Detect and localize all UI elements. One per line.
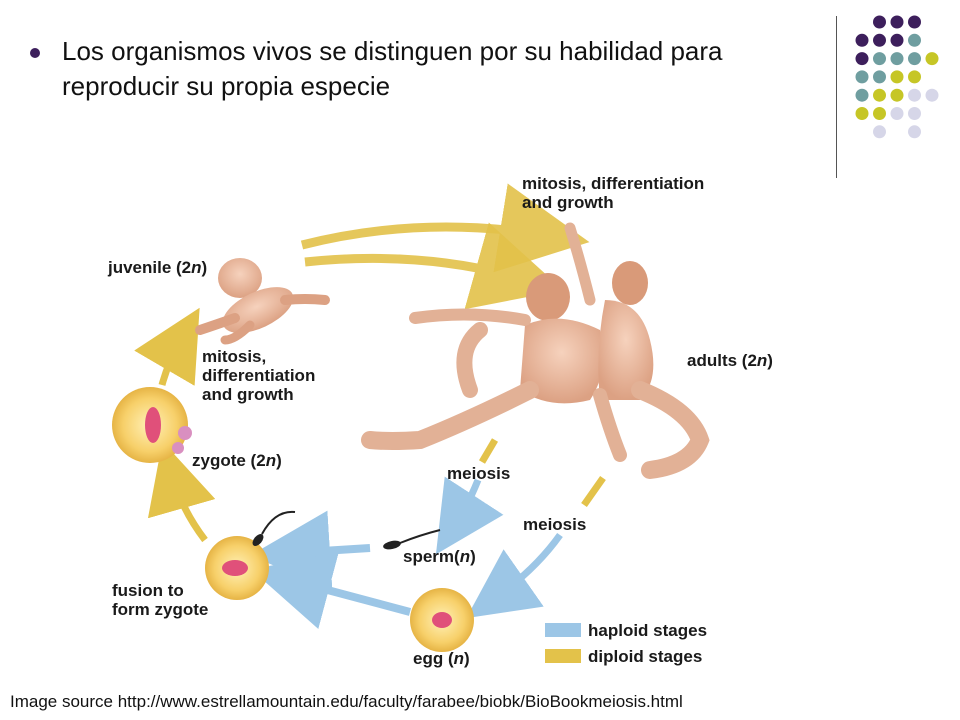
label-meiosis-2: meiosis: [523, 515, 587, 534]
label-egg-text: egg (: [413, 649, 454, 668]
arrow-meiosis-to-egg: [466, 532, 563, 619]
juvenile-figure: [195, 258, 330, 345]
label-adults-end: ): [767, 351, 773, 370]
decorative-dot: [908, 33, 921, 47]
decorative-dot: [908, 107, 921, 120]
arrow-fusion-to-zygote: [147, 441, 216, 543]
legend-label-haploid: haploid stages: [588, 621, 708, 640]
decorative-dot: [855, 33, 869, 47]
decorative-dot: [873, 52, 886, 66]
label-sperm-n: n: [459, 547, 471, 566]
decorative-dot: [908, 70, 921, 84]
label-mitosis-top: mitosis, differentiation and growth: [522, 174, 704, 212]
label-adults-text: adults (2: [687, 351, 757, 370]
decorative-dot: [908, 52, 921, 66]
egg-cell: [410, 588, 474, 652]
bullet-text: Los organismos vivos se distinguen por s…: [62, 36, 723, 101]
label-zygote: zygote (2n): [192, 451, 282, 470]
arrow-zygote-to-juvenile: [134, 307, 200, 386]
label-mitosis-left-line3: and growth: [202, 385, 294, 404]
arrow-meiosis-to-sperm: [435, 476, 504, 555]
label-egg-end: ): [464, 649, 470, 668]
decorative-dot: [908, 125, 921, 139]
label-sperm-end: ): [470, 547, 476, 566]
label-mitosis-left-line1: mitosis,: [202, 347, 267, 366]
label-fusion-line2: form zygote: [112, 600, 209, 619]
label-sperm: sperm(n): [403, 547, 476, 566]
label-zygote-n: n: [265, 451, 277, 470]
decorative-dot: [890, 107, 904, 120]
decorative-dot: [890, 70, 904, 84]
arrow-juvenile-to-adult-2: [304, 222, 564, 310]
label-juvenile-n: n: [191, 258, 202, 277]
legend-swatch-diploid: [545, 649, 581, 663]
arrow-egg-to-fusion: [251, 551, 412, 629]
decorative-dot: [873, 15, 886, 29]
label-mitosis-left-line2: differentiation: [202, 366, 316, 385]
decorative-dot: [855, 52, 869, 66]
image-source-text: Image source http://www.estrellamountain…: [10, 692, 683, 711]
arrow-sperm-to-fusion: [250, 510, 371, 591]
decorative-dot: [908, 88, 921, 102]
decorative-dot: [908, 15, 921, 29]
legend-swatch-haploid: [545, 623, 581, 637]
fusion-cell: [205, 510, 296, 600]
decorative-dot: [925, 52, 939, 66]
label-mitosis-top-line2: and growth: [522, 193, 614, 212]
label-egg-n: n: [453, 649, 464, 668]
legend-label-diploid: diploid stages: [588, 647, 703, 666]
decorative-dot: [890, 33, 904, 47]
label-juvenile-text: juvenile (2: [108, 258, 192, 277]
label-mitosis-top-line1: mitosis, differentiation: [522, 174, 705, 193]
label-egg: egg (n): [413, 649, 470, 668]
arrow-adult-meiosis-left-stub: [478, 438, 499, 464]
arrow-juvenile-to-adult-1: [300, 183, 590, 273]
label-adults-n: n: [756, 351, 768, 370]
decorative-dot: [855, 70, 869, 84]
decorative-dot: [855, 107, 869, 120]
decorative-dot: [855, 88, 869, 102]
divider-line: [836, 16, 837, 178]
arrow-adult-meiosis-right-stub: [581, 475, 606, 508]
label-mitosis-left: mitosis, differentiation and growth: [202, 347, 315, 404]
decorative-dot: [873, 33, 886, 47]
decorative-dot: [890, 15, 904, 29]
label-fusion: fusion to form zygote: [112, 581, 208, 619]
label-juvenile-end: ): [201, 258, 208, 277]
decorative-dot: [873, 88, 886, 102]
adults-figure: [361, 222, 710, 479]
decorative-dot: [890, 88, 904, 102]
label-juvenile: juvenile (2n): [108, 258, 207, 277]
label-fusion-line1: fusion to: [112, 581, 184, 600]
decorative-dot: [873, 125, 886, 139]
label-adults: adults (2n): [687, 351, 773, 370]
label-meiosis-1: meiosis: [447, 464, 511, 483]
decorative-dot: [925, 88, 939, 102]
label-zygote-text: zygote (2: [192, 451, 266, 470]
decorative-dot: [890, 52, 904, 66]
label-sperm-text: sperm(: [403, 547, 460, 566]
decorative-dot: [873, 70, 886, 84]
bullet-dot: [30, 48, 40, 58]
sperm-figure: [383, 529, 441, 550]
zygote-cell: [112, 387, 192, 463]
decorative-dot-grid: [855, 15, 939, 139]
decorative-dot: [873, 107, 886, 120]
label-zygote-end: ): [276, 451, 282, 470]
